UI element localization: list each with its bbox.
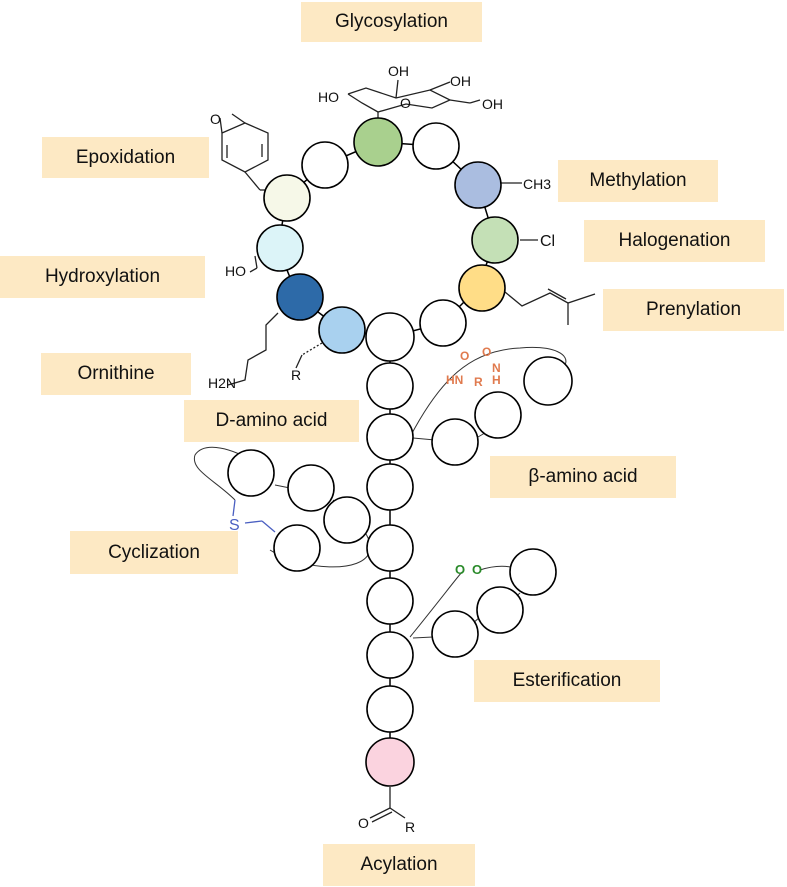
- label-esterification: Esterification: [474, 660, 660, 702]
- residue: [431, 610, 479, 658]
- h2n-text: H2N: [208, 375, 236, 391]
- label-glycosylation: Glycosylation: [301, 2, 482, 42]
- oh-text: OH: [450, 73, 471, 89]
- residue-epoxidated: [263, 174, 311, 222]
- residue-acylated: [365, 737, 415, 787]
- residue-hydroxylated: [256, 224, 304, 272]
- residue: [474, 391, 522, 439]
- residues: [227, 117, 573, 787]
- o-text: O: [358, 815, 369, 831]
- ester-o-text: O: [455, 562, 465, 577]
- residue-ornithine: [276, 273, 324, 321]
- residue: [366, 413, 414, 461]
- ho-text: HO: [318, 89, 339, 105]
- residue: [323, 496, 371, 544]
- ho-text: HO: [225, 263, 246, 279]
- ch3-text: CH3: [523, 176, 551, 192]
- label-hydroxylation: Hydroxylation: [0, 256, 205, 298]
- label-methylation: Methylation: [558, 160, 718, 202]
- sulfur-bridge: [232, 499, 276, 533]
- residue-prenylated: [458, 264, 506, 312]
- label-epoxidation: Epoxidation: [42, 137, 209, 178]
- residue-methylated: [454, 161, 502, 209]
- residue: [366, 631, 414, 679]
- label-cyclization: Cyclization: [70, 531, 238, 574]
- residue: [509, 548, 557, 596]
- oh-text: OH: [482, 96, 503, 112]
- amide-o-text: O: [460, 349, 469, 363]
- residue: [419, 299, 467, 347]
- residue-glycosylated: [353, 117, 403, 167]
- oh-text: OH: [388, 63, 409, 79]
- residue: [431, 418, 479, 466]
- residue: [366, 685, 414, 733]
- residue: [366, 362, 414, 410]
- residue-d-amino-acid: [318, 306, 366, 354]
- label-ornithine: Ornithine: [41, 353, 191, 395]
- r-text: R: [291, 367, 301, 383]
- r-text: R: [405, 819, 415, 835]
- substituent-bonds: [219, 79, 596, 823]
- sulfur-text: S: [229, 517, 240, 534]
- ester-o-text: O: [472, 562, 482, 577]
- label-d-amino-acid: D-amino acid: [184, 400, 359, 442]
- label-prenylation: Prenylation: [603, 289, 784, 331]
- label-beta-amino-acid: β-amino acid: [490, 456, 676, 498]
- residue: [523, 356, 573, 406]
- residue: [366, 524, 414, 572]
- amide-r-text: R: [474, 375, 483, 389]
- cl-text: Cl: [540, 233, 555, 250]
- residue-halogenated: [471, 216, 519, 264]
- residue: [227, 449, 275, 497]
- residue: [366, 463, 414, 511]
- label-halogenation: Halogenation: [584, 220, 765, 262]
- residue: [366, 577, 414, 625]
- amide-hn-text: HN: [446, 373, 463, 387]
- o-text: O: [400, 95, 411, 111]
- residue: [301, 141, 349, 189]
- residue: [476, 586, 524, 634]
- residue: [365, 312, 415, 362]
- chemical-text: OH OH HO O OH O CH3 Cl HO H2N R R O O O …: [208, 63, 555, 835]
- amide-o-text: O: [482, 345, 491, 359]
- residue: [273, 524, 321, 572]
- residue: [287, 464, 335, 512]
- o-text: O: [210, 111, 221, 127]
- amide-h-text: H: [492, 373, 501, 387]
- amide-n-text: N: [492, 361, 501, 375]
- residue: [412, 122, 460, 170]
- label-acylation: Acylation: [323, 844, 475, 886]
